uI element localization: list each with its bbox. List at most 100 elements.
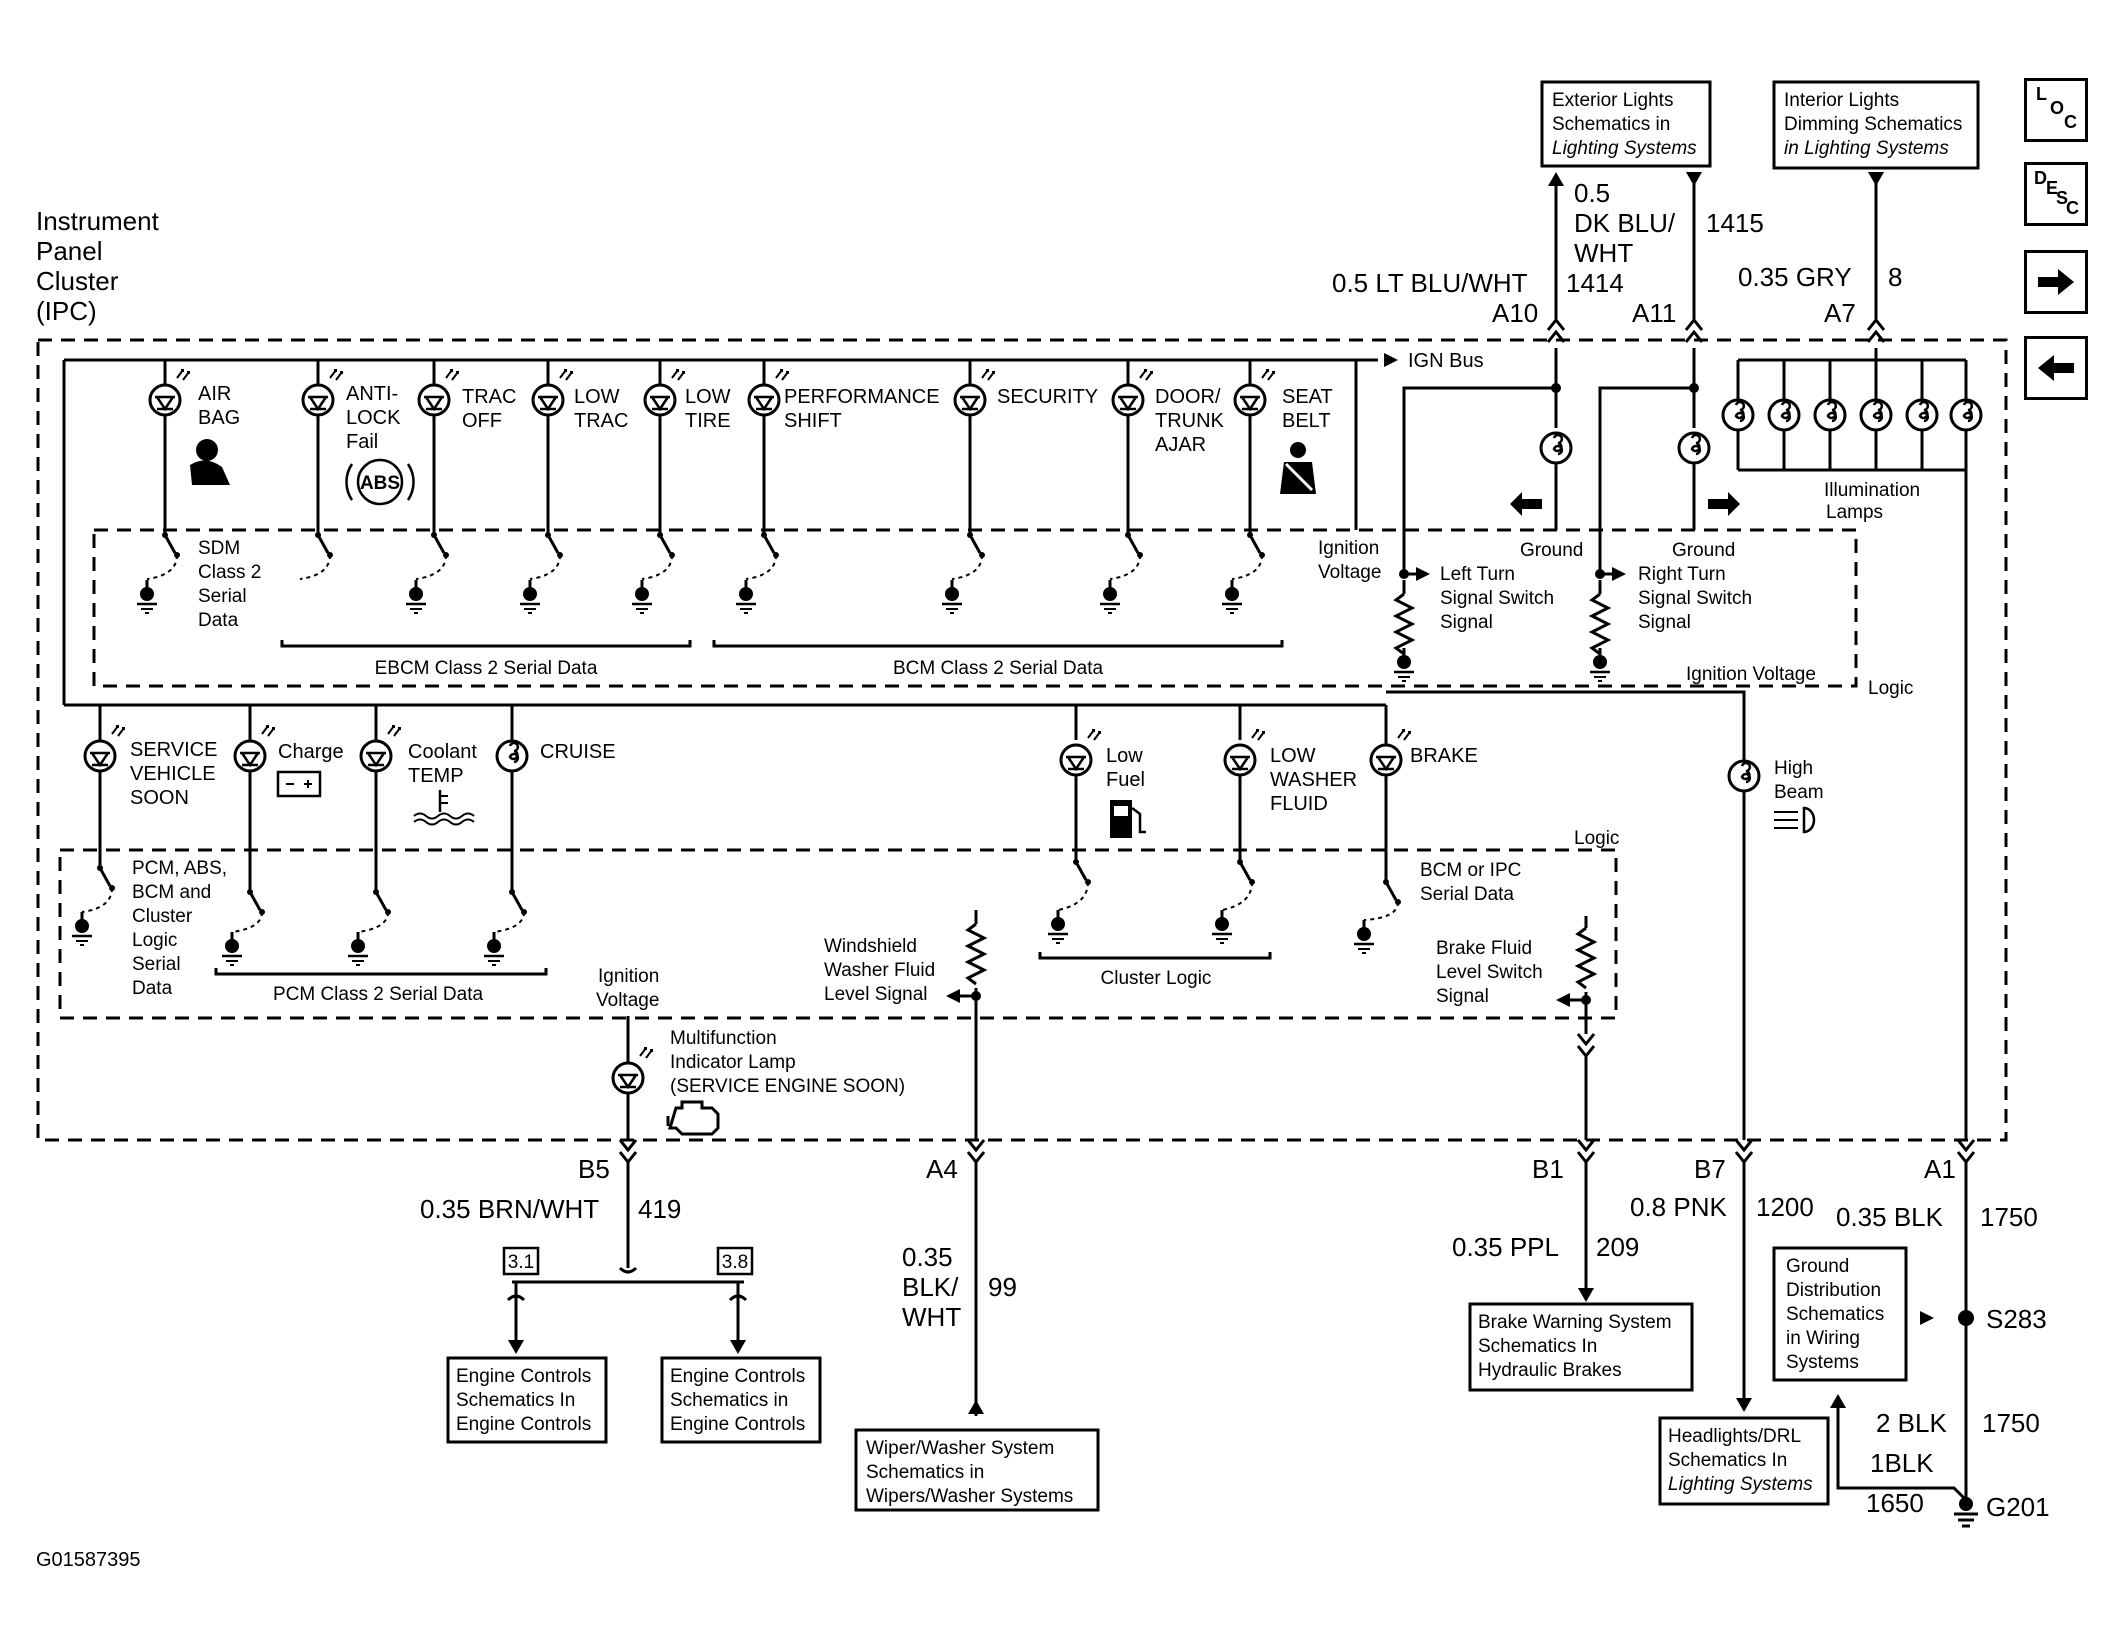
svg-text:Left Turn: Left Turn: [1440, 564, 1515, 585]
engine-controls-ref-1[interactable]: Engine Controls Schematics In Engine Con…: [446, 1356, 608, 1444]
svg-text:BCM or IPC: BCM or IPC: [1420, 860, 1521, 881]
location-button[interactable]: L O C: [2024, 78, 2088, 142]
svg-text:Distribution: Distribution: [1786, 1280, 1881, 1301]
svg-text:Serial: Serial: [198, 586, 247, 607]
svg-text:Right Turn: Right Turn: [1638, 564, 1726, 585]
svg-text:Voltage: Voltage: [1318, 562, 1381, 583]
svg-text:B5: B5: [578, 1154, 610, 1184]
exterior-lights-ref[interactable]: Exterior Lights Schematics in Lighting S…: [1540, 80, 1712, 168]
svg-text:Schematics In: Schematics In: [1668, 1450, 1787, 1471]
svg-text:PCM, ABS,: PCM, ABS,: [132, 858, 227, 879]
svg-text:Dimming Schematics: Dimming Schematics: [1784, 114, 1962, 135]
svg-text:SHIFT: SHIFT: [784, 410, 842, 432]
svg-text:Class 2: Class 2: [198, 562, 261, 583]
b1-wire: B1 0.35 PPL 209: [1452, 1154, 1639, 1302]
svg-text:Signal: Signal: [1638, 612, 1691, 633]
arrow-right-icon: [2038, 269, 2074, 295]
ground-distribution-ref[interactable]: Ground Distribution Schematics in Wiring…: [1772, 1246, 1908, 1382]
page-title-line2: Panel: [36, 236, 103, 266]
low-washer-fluid-lamp: LOW WASHER FLUID: [1210, 705, 1357, 945]
previous-page-button[interactable]: [2024, 336, 2088, 400]
svg-text:0.35: 0.35: [902, 1242, 953, 1272]
brake-fluid-switch: Brake Fluid Level Switch Signal: [1436, 916, 1596, 1140]
charge-lamp: Charge: [220, 705, 344, 967]
svg-text:DK BLU/: DK BLU/: [1574, 208, 1676, 238]
svg-text:1BLK: 1BLK: [1870, 1448, 1934, 1478]
logic-label-upper: Logic: [1868, 678, 1913, 699]
svg-text:209: 209: [1596, 1232, 1639, 1262]
low-tire-lamp: LOW TIRE: [630, 360, 731, 615]
svg-text:Wipers/Washer Systems: Wipers/Washer Systems: [866, 1486, 1073, 1507]
svg-text:Exterior Lights: Exterior Lights: [1552, 90, 1673, 111]
svg-text:1750: 1750: [1980, 1202, 2038, 1232]
service-vehicle-soon-lamp: SERVICE VEHICLE SOON: [70, 705, 217, 947]
ign-bus-label: IGN Bus: [1408, 350, 1484, 372]
svg-text:Engine Controls: Engine Controls: [670, 1366, 805, 1387]
page-title-line3: Cluster: [36, 266, 119, 296]
svg-text:Data: Data: [132, 978, 173, 999]
svg-text:ANTI-: ANTI-: [346, 383, 398, 405]
svg-text:Illumination: Illumination: [1824, 480, 1920, 501]
svg-text:A1: A1: [1924, 1154, 1956, 1184]
svg-text:Signal Switch: Signal Switch: [1638, 588, 1752, 609]
svg-text:BELT: BELT: [1282, 410, 1331, 432]
arrow-left-icon: [2038, 355, 2074, 381]
svg-text:Lamps: Lamps: [1826, 502, 1883, 523]
brake-warning-ref[interactable]: Brake Warning System Schematics In Hydra…: [1468, 1302, 1694, 1392]
battery-icon: [276, 770, 322, 798]
interior-lights-ref[interactable]: Interior Lights Dimming Schematics in Li…: [1772, 80, 1980, 170]
left-turn-circuit: Left Turn Signal Switch Signal: [1392, 386, 1560, 683]
svg-text:Logic: Logic: [132, 930, 177, 951]
engine-controls-ref-2[interactable]: Engine Controls Schematics in Engine Con…: [660, 1356, 822, 1444]
right-turn-circuit: Right Turn Signal Switch Signal: [1588, 386, 1752, 683]
svg-text:in Lighting Systems: in Lighting Systems: [1784, 138, 1949, 159]
low-fuel-lamp: Low Fuel: [1046, 705, 1146, 945]
svg-text:Signal: Signal: [1436, 986, 1489, 1007]
svg-text:3.8: 3.8: [722, 1252, 748, 1273]
svg-text:BRAKE: BRAKE: [1410, 745, 1478, 767]
brake-lamp: BRAKE: [1352, 705, 1478, 955]
desc-letter-c: C: [2066, 198, 2079, 218]
svg-text:Coolant: Coolant: [408, 741, 477, 763]
svg-text:Systems: Systems: [1786, 1352, 1859, 1373]
svg-text:Hydraulic Brakes: Hydraulic Brakes: [1478, 1360, 1622, 1381]
svg-text:Schematics in: Schematics in: [1552, 114, 1670, 135]
svg-text:Serial Data: Serial Data: [1420, 884, 1514, 905]
pin-a11: A11: [1632, 298, 1676, 328]
abs-icon: ABS: [345, 458, 415, 506]
wiper-washer-ref[interactable]: Wiper/Washer System Schematics in Wipers…: [854, 1428, 1100, 1512]
svg-text:Schematics: Schematics: [1786, 1304, 1884, 1325]
desc-letter-d: D: [2034, 168, 2047, 188]
svg-text:1650: 1650: [1866, 1488, 1924, 1518]
svg-text:0.5 LT BLU/WHT: 0.5 LT BLU/WHT: [1332, 268, 1528, 298]
svg-text:1750: 1750: [1982, 1408, 2040, 1438]
svg-text:1415: 1415: [1706, 208, 1764, 238]
trac-off-lamp: TRAC OFF: [404, 360, 516, 615]
svg-text:B7: B7: [1694, 1154, 1726, 1184]
performance-shift-lamp: PERFORMANCE SHIFT: [734, 360, 940, 615]
svg-text:Signal Switch: Signal Switch: [1440, 588, 1554, 609]
illumination-lamps: Illumination Lamps: [1721, 175, 1983, 1140]
svg-text:0.35 BRN/WHT: 0.35 BRN/WHT: [420, 1194, 599, 1224]
svg-text:BAG: BAG: [198, 407, 240, 429]
svg-text:Engine Controls: Engine Controls: [456, 1414, 591, 1435]
svg-text:Signal: Signal: [1440, 612, 1493, 633]
a1-ground-wire: A1 0.35 BLK 1750 S283 2 BLK 1750 1BLK 16…: [1830, 1154, 2050, 1528]
svg-text:SEAT: SEAT: [1282, 386, 1333, 408]
svg-text:0.35 GRY: 0.35 GRY: [1738, 262, 1852, 292]
next-page-button[interactable]: [2024, 250, 2088, 314]
svg-text:AIR: AIR: [198, 383, 231, 405]
figure-id: G01587395: [36, 1549, 141, 1571]
svg-text:WHT: WHT: [902, 1302, 961, 1332]
low-trac-lamp: LOW TRAC: [518, 360, 628, 615]
svg-text:Lighting Systems: Lighting Systems: [1552, 138, 1697, 159]
headlights-drl-ref[interactable]: Headlights/DRL Schematics In Lighting Sy…: [1658, 1416, 1830, 1506]
svg-text:LOW: LOW: [685, 386, 731, 408]
svg-text:1414: 1414: [1566, 268, 1624, 298]
multifunction-indicator-lamp: Ignition Voltage Multifunction Indicator…: [596, 966, 905, 1140]
svg-text:in Wiring: in Wiring: [1786, 1328, 1860, 1349]
svg-text:High: High: [1774, 758, 1813, 779]
high-beam-icon: [1774, 806, 1816, 834]
svg-text:Lighting Systems: Lighting Systems: [1668, 1474, 1813, 1495]
description-button[interactable]: D E S C: [2024, 162, 2088, 226]
